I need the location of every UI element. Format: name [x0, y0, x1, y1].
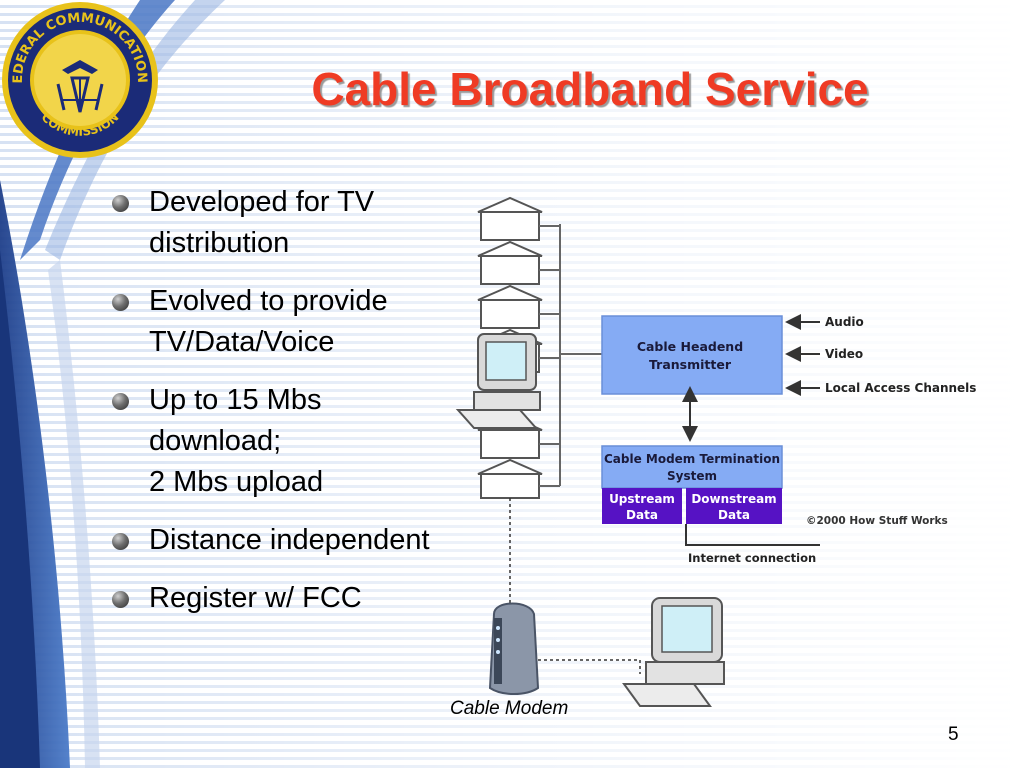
- bullet-dot-icon: [112, 294, 129, 311]
- bullet-text: Register w/ FCC: [149, 578, 362, 619]
- input-label-video: Video: [825, 347, 863, 361]
- bullet-text: Developed for TV distribution: [149, 182, 374, 264]
- house-icon: [477, 458, 543, 499]
- cable-trunk-lines: [539, 224, 602, 487]
- bullet-text: Up to 15 Mbs download; 2 Mbs upload: [149, 380, 323, 503]
- upstream-label: Upstream: [609, 492, 675, 506]
- bullet-line: Up to 15 Mbs: [149, 384, 322, 416]
- cmts-label: System: [667, 469, 717, 483]
- internet-connection-line: [685, 524, 820, 546]
- bullet-line: download;: [149, 425, 282, 457]
- bullet-text: Distance independent: [149, 520, 430, 561]
- bullet-line: Evolved to provide: [149, 285, 388, 317]
- headend-transmitter-box: [601, 315, 783, 395]
- input-label-audio: Audio: [825, 315, 864, 329]
- computer-icon: [622, 597, 725, 707]
- copyright-text: ©2000 How Stuff Works: [806, 515, 948, 527]
- downstream-label: Data: [718, 508, 750, 522]
- cmts-box: [601, 445, 783, 489]
- bullet-item: Evolved to provide TV/Data/Voice: [112, 281, 492, 363]
- downstream-label: Downstream: [691, 492, 776, 506]
- computer-icon: [455, 333, 541, 429]
- bullet-line: Developed for TV: [149, 186, 375, 218]
- house-icon: [477, 284, 543, 329]
- bullet-line: distribution: [149, 227, 290, 259]
- house-icon: [477, 240, 543, 285]
- cable-modem-caption: Cable Modem: [450, 698, 569, 719]
- fcc-seal-logo: FEDERAL COMMUNICATIONS COMMISSION: [0, 0, 158, 158]
- upstream-data-box: [602, 488, 682, 524]
- bullet-text: Evolved to provide TV/Data/Voice: [149, 281, 388, 363]
- bullet-item: Distance independent: [112, 520, 492, 561]
- bullet-item: Register w/ FCC: [112, 578, 492, 619]
- bullet-line: Register w/ FCC: [149, 582, 362, 614]
- bullet-item: Up to 15 Mbs download; 2 Mbs upload: [112, 380, 492, 503]
- dashed-modem-pc-line: [538, 659, 641, 674]
- bullet-dot-icon: [112, 393, 129, 410]
- internet-connection-label: Internet connection: [688, 551, 816, 565]
- page-number: 5: [948, 724, 959, 745]
- bullet-dot-icon: [112, 533, 129, 550]
- upstream-label: Data: [626, 508, 658, 522]
- slide-title: Cable Broadband Service: [311, 63, 869, 115]
- downstream-data-box: [686, 488, 782, 524]
- bullet-item: Developed for TV distribution: [112, 182, 492, 264]
- bullet-dot-icon: [112, 195, 129, 212]
- headend-label: Transmitter: [649, 357, 732, 372]
- cmts-label: Cable Modem Termination: [604, 452, 780, 466]
- house-icon: [477, 196, 543, 241]
- input-arrows: [785, 314, 820, 396]
- bullet-line: 2 Mbs upload: [149, 466, 324, 498]
- input-label-local-access: Local Access Channels: [825, 381, 976, 395]
- headend-label: Cable Headend: [637, 339, 743, 354]
- bullet-dot-icon: [112, 591, 129, 608]
- bullet-line: TV/Data/Voice: [149, 326, 335, 358]
- cable-modem-icon: [488, 602, 540, 695]
- bullet-list: Developed for TV distribution Evolved to…: [112, 182, 492, 636]
- bullet-line: Distance independent: [149, 524, 430, 556]
